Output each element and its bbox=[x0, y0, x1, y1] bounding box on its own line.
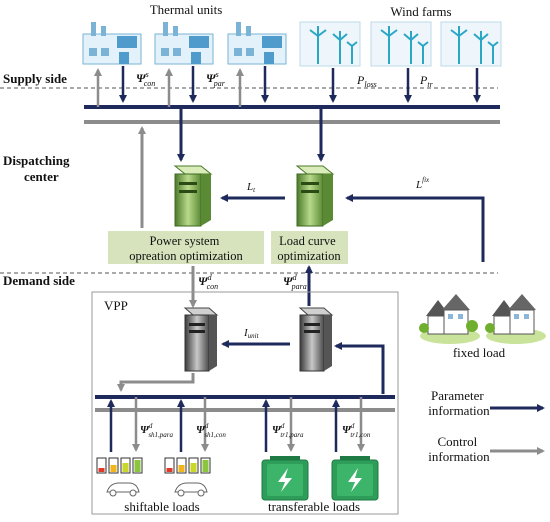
lfix-label: Lfix bbox=[415, 176, 430, 191]
vpp-box bbox=[91, 291, 399, 515]
fixed-load-house-icon bbox=[419, 294, 480, 344]
transferable-loads-label: transferable loads bbox=[268, 499, 360, 514]
wind-farm-icon bbox=[440, 21, 502, 67]
thermal-unit-icon bbox=[82, 22, 142, 65]
wind-farms-title: Wind farms bbox=[390, 4, 451, 19]
vpp-parameter-server-icon bbox=[298, 307, 334, 372]
load-curve-optimization-box bbox=[271, 231, 348, 264]
transferable-load-icon bbox=[261, 456, 309, 501]
power-system-optimization-box bbox=[108, 231, 264, 264]
load-arrows bbox=[107, 397, 365, 452]
thermal-units-title: Thermal units bbox=[150, 2, 223, 17]
shiftable-load-icon bbox=[96, 457, 143, 497]
p-loss-label: Ploss bbox=[356, 73, 377, 89]
dispatching-center-label: Dispatching center bbox=[3, 153, 73, 184]
legend-parameter-label: Parameter information bbox=[428, 388, 490, 418]
wind-farm-icon bbox=[299, 21, 361, 67]
transferable-load-icon bbox=[331, 456, 379, 501]
vpp-label: VPP bbox=[104, 298, 128, 313]
load-curve-server-icon bbox=[295, 165, 335, 227]
power-system-server-icon bbox=[173, 165, 213, 227]
shiftable-load-icon bbox=[164, 457, 211, 497]
fixed-load-label: fixed load bbox=[453, 345, 506, 360]
fixed-load-house-icon bbox=[485, 294, 546, 344]
legend-control-label: Control information bbox=[428, 434, 490, 464]
wind-farm-icon bbox=[370, 21, 432, 67]
supply-arrows bbox=[94, 66, 481, 107]
shiftable-loads-label: shiftable loads bbox=[124, 499, 199, 514]
lt-label: Lt bbox=[246, 181, 256, 194]
p-tr-label: Ptr bbox=[419, 73, 434, 89]
lfix-arrow bbox=[345, 194, 485, 262]
vpp-control-server-icon bbox=[183, 307, 219, 372]
supply-side-label: Supply side bbox=[3, 71, 67, 86]
thermal-unit-icon bbox=[154, 22, 214, 65]
bus-to-vpp-param-arrow bbox=[334, 342, 385, 394]
load-curve-optimization-label: Load curve optimization bbox=[277, 234, 341, 263]
iunit-label: Iunit bbox=[243, 327, 260, 340]
power-system-optimization-label: Power system opreation optimization bbox=[129, 234, 243, 263]
demand-side-label: Demand side bbox=[3, 273, 75, 288]
vpp-control-to-bus-arrow bbox=[117, 373, 195, 392]
thermal-unit-icon bbox=[227, 22, 287, 65]
